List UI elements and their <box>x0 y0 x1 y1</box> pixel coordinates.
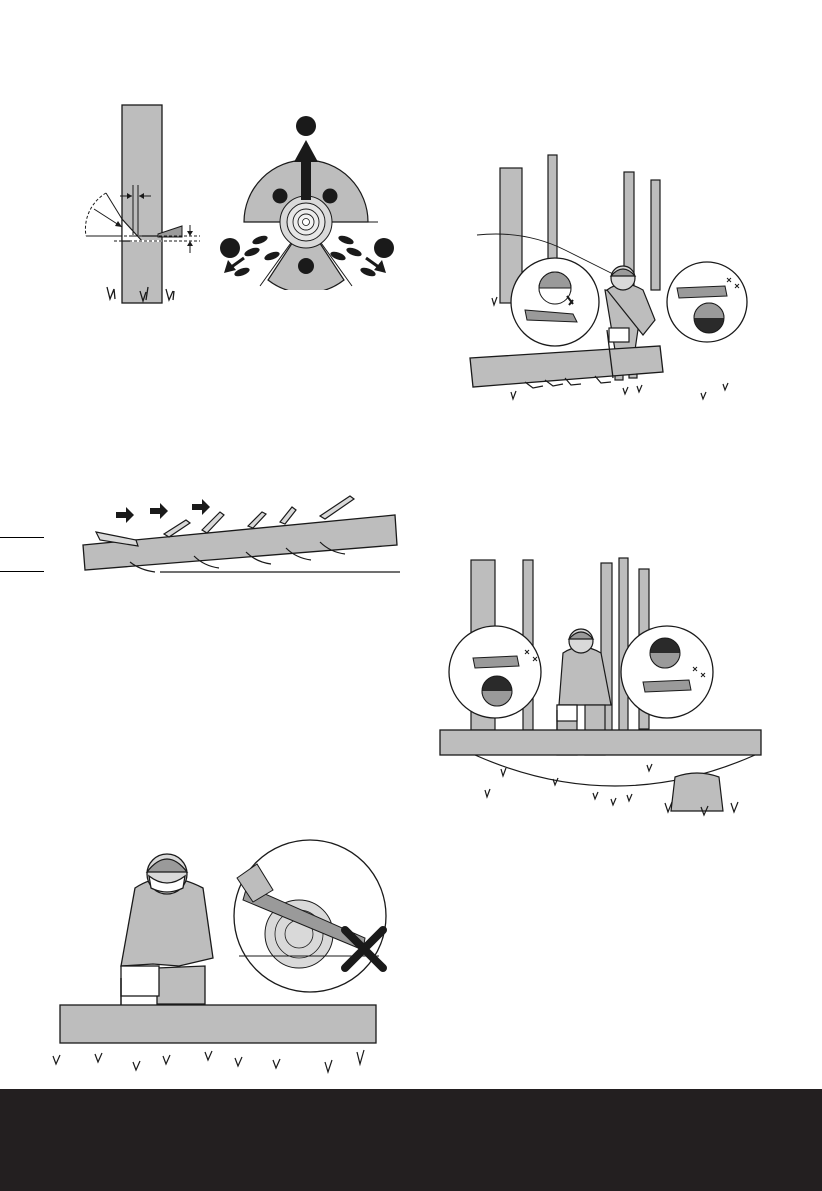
inset-detail-right <box>621 626 713 718</box>
retreat-path-diagram <box>210 110 410 290</box>
margin-rule-top <box>0 537 44 538</box>
grass-tufts <box>53 1050 364 1072</box>
inset-detail-left <box>449 626 541 718</box>
inset-detail-right <box>667 262 747 342</box>
limbing-diagram <box>70 490 410 585</box>
log <box>60 1005 376 1043</box>
felling-direction-arrow <box>294 140 318 162</box>
log <box>470 346 663 387</box>
zone-marker-top <box>296 116 316 136</box>
tree-stump <box>671 773 723 811</box>
log <box>440 730 761 755</box>
cutting-log-on-ground-illustration <box>45 838 390 1083</box>
operator-figure <box>121 854 213 1004</box>
zone-marker-right <box>374 238 394 258</box>
tree-stump-rings <box>280 196 332 248</box>
inset-detail-left <box>511 258 599 346</box>
cutting-direction-arrows <box>116 499 210 523</box>
felling-notch-diagram <box>70 95 230 310</box>
bucking-log-forest-illustration <box>465 150 755 405</box>
page-footer-band <box>0 1089 822 1191</box>
tree-trunk <box>122 105 162 303</box>
zone-marker-left <box>220 238 240 258</box>
bucking-log-on-supports-illustration <box>435 555 770 820</box>
inset-detail-wrong-method <box>234 840 386 992</box>
zone-marker-bottom <box>298 258 314 274</box>
margin-rule-bottom <box>0 571 44 572</box>
